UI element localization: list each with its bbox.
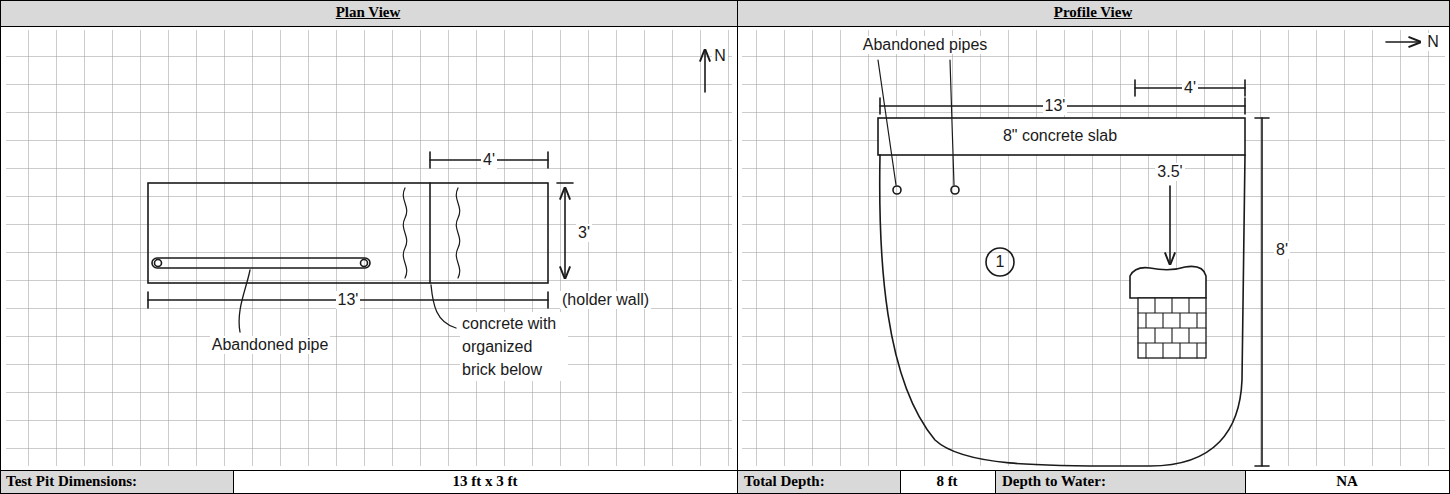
dimension-tick xyxy=(1134,80,1136,96)
dimension-tick xyxy=(1244,98,1246,114)
leader-line xyxy=(878,60,896,185)
callout-note: concrete with organized brick below xyxy=(460,312,568,381)
pipe-section xyxy=(893,186,901,194)
table-rule xyxy=(0,470,1450,471)
graph-paper xyxy=(742,30,1445,466)
north-arrow xyxy=(1386,41,1420,43)
label-holder: 13 ft x 3 ft xyxy=(453,473,518,490)
table-cell: NA xyxy=(1336,473,1358,490)
label-cell xyxy=(0,470,233,494)
slab-label: 8" concrete slab xyxy=(1001,127,1119,145)
leader-line xyxy=(950,60,954,185)
graph-paper xyxy=(6,30,732,466)
dimension-label: 13' xyxy=(1043,97,1068,115)
dimension-label: 4' xyxy=(1182,79,1198,97)
label-holder: 13' xyxy=(1043,97,1068,115)
dimension-tick xyxy=(547,292,549,308)
label-holder: concrete with organized brick below xyxy=(460,312,568,381)
leader-line xyxy=(431,285,456,328)
dimension-tick xyxy=(547,152,549,168)
north-label: N xyxy=(712,47,728,65)
dimension-label: 13' xyxy=(336,291,361,309)
wall-cap xyxy=(1130,266,1206,298)
holder-wall xyxy=(429,183,431,283)
label-cell xyxy=(995,470,1245,494)
table-cell: 13 ft x 3 ft xyxy=(453,473,518,490)
table-rule xyxy=(995,470,996,494)
table-rule xyxy=(233,470,234,494)
dimension-tick xyxy=(1255,117,1269,119)
label-holder: 1 xyxy=(994,253,1007,271)
label-holder: N xyxy=(1425,33,1441,51)
sample-circle xyxy=(986,248,1014,276)
test-pit-outline xyxy=(148,183,548,283)
label-holder: 3' xyxy=(576,224,592,242)
label-holder: 13' xyxy=(336,291,361,309)
dimension-tick xyxy=(879,98,881,114)
label-holder: (holder wall) xyxy=(560,291,651,309)
label-holder: Abandoned pipe xyxy=(210,336,331,354)
label-holder: 8 ft xyxy=(936,473,957,490)
table-rule xyxy=(900,470,901,494)
section-heading: Profile View xyxy=(1054,4,1132,21)
dimension-tick xyxy=(147,292,149,308)
label-holder: Plan View xyxy=(336,4,401,21)
label-holder: Depth to Water: xyxy=(1002,473,1106,490)
label-holder: Profile View xyxy=(1054,4,1132,21)
callout-note: Abandoned pipe xyxy=(210,336,331,354)
callout-note: Abandoned pipes xyxy=(861,36,990,54)
dimension-label: 8' xyxy=(1274,241,1290,259)
label-cell xyxy=(737,470,900,494)
table-cell: Depth to Water: xyxy=(1002,473,1106,490)
table-cell: Total Depth: xyxy=(744,473,825,490)
concrete-slab xyxy=(878,118,1245,155)
leader-line xyxy=(239,270,250,332)
dimension-line xyxy=(564,188,566,278)
brick-courses xyxy=(1138,298,1206,358)
label-holder: NA xyxy=(1336,473,1358,490)
label-holder: 3.5' xyxy=(1155,163,1184,181)
dimension-label: 3.5' xyxy=(1155,163,1184,181)
brick-wall xyxy=(1138,298,1206,358)
table-rule xyxy=(1245,470,1246,494)
header-row xyxy=(0,0,1450,26)
label-holder: 8" concrete slab xyxy=(1001,127,1119,145)
callout-note: (holder wall) xyxy=(560,291,651,309)
wall-edge xyxy=(456,188,459,278)
table-cell: Test Pit Dimensions: xyxy=(6,473,137,490)
depth-arrow xyxy=(1169,186,1171,264)
dimension-label: 3' xyxy=(576,224,592,242)
label-holder: 4' xyxy=(481,151,497,169)
dimension-tick xyxy=(1255,465,1269,467)
table-rule xyxy=(737,0,738,494)
dimension-tick xyxy=(1244,80,1246,96)
pit-profile xyxy=(880,155,1245,466)
label-holder: 8' xyxy=(1274,241,1290,259)
callout-number: 1 xyxy=(994,253,1007,271)
label-holder: Abandoned pipes xyxy=(861,36,990,54)
label-holder: Total Depth: xyxy=(744,473,825,490)
label-holder: 4' xyxy=(1182,79,1198,97)
label-holder: N xyxy=(712,47,728,65)
dimension-tick xyxy=(557,182,573,184)
pipe-end xyxy=(361,260,368,267)
dimension-label: 4' xyxy=(481,151,497,169)
abandoned-pipe xyxy=(152,258,370,268)
north-label: N xyxy=(1425,33,1441,51)
wall-edge xyxy=(403,188,406,278)
pipe-section xyxy=(951,186,959,194)
table-cell: 8 ft xyxy=(936,473,957,490)
table-rule xyxy=(0,26,1450,27)
dimension-tick xyxy=(429,152,431,168)
dimension-line xyxy=(1261,118,1263,466)
north-arrow xyxy=(704,50,706,92)
pipe-end xyxy=(155,260,162,267)
label-holder: Test Pit Dimensions: xyxy=(6,473,137,490)
section-heading: Plan View xyxy=(336,4,401,21)
